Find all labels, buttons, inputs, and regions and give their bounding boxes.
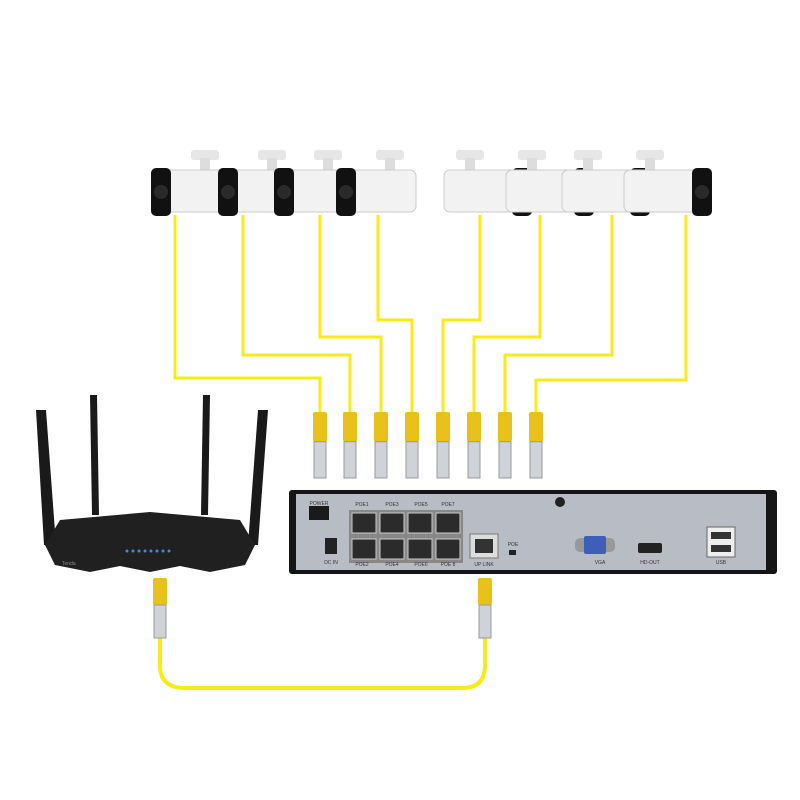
cameras (151, 150, 712, 216)
poe-port (379, 538, 405, 560)
ip-camera (151, 150, 232, 216)
router-led (167, 549, 171, 553)
poe-port (351, 538, 377, 560)
camera-cable (472, 215, 542, 412)
router-antenna (90, 395, 99, 515)
router-led (131, 549, 135, 553)
ip-camera (336, 150, 417, 216)
dc-in-port (325, 538, 337, 554)
uplink-cable (158, 635, 487, 690)
ip-camera (623, 150, 712, 216)
rj45-plug (405, 412, 419, 479)
router-led (161, 549, 165, 553)
router-antenna (201, 395, 210, 515)
poe-label: POE5 (414, 502, 428, 508)
rj45-plug (313, 412, 327, 479)
rj45-plug (529, 412, 543, 479)
camera-cables (173, 215, 688, 412)
nvr: POWER DC IN POE1 POE3 POE5 POE7 POE2 POE… (289, 490, 777, 574)
power-switch[interactable] (309, 506, 329, 520)
usb-ports (706, 526, 736, 558)
router-antenna (36, 410, 56, 545)
poe-switch-label: POE (508, 542, 519, 548)
router-led (155, 549, 159, 553)
power-label: POWER (310, 501, 329, 507)
uplink-label: UP LINK (474, 562, 494, 568)
camera-cable (376, 215, 414, 412)
rj45-plug (478, 578, 492, 639)
poe-port (435, 512, 461, 534)
poe-label: POE7 (441, 502, 455, 508)
router-led (125, 549, 129, 553)
usb-label: USB (716, 560, 727, 566)
camera-cable (173, 215, 322, 412)
router: Tenda (36, 395, 268, 572)
poe-label: POE 8 (441, 562, 456, 568)
vga-label: VGA (595, 560, 606, 566)
camera-cable (534, 215, 688, 412)
hdout-label: HD-OUT (640, 560, 659, 566)
rj45-connectors (313, 412, 543, 479)
ip-camera (274, 150, 355, 216)
router-body (45, 512, 255, 572)
camera-cable (441, 215, 482, 412)
router-led (143, 549, 147, 553)
rj45-plug (374, 412, 388, 479)
router-led (137, 549, 141, 553)
router-led (149, 549, 153, 553)
rj45-plug (436, 412, 450, 479)
camera-cable (318, 215, 383, 412)
poe-port (435, 538, 461, 560)
poe-port (351, 512, 377, 534)
poe-port (407, 512, 433, 534)
router-logo: Tenda (62, 561, 76, 567)
rj45-plug (153, 578, 167, 639)
rj45-plug (343, 412, 357, 479)
poe-label: POE2 (355, 562, 369, 568)
router-leds (125, 549, 171, 553)
hdmi-port (638, 543, 662, 553)
camera-cable (503, 215, 614, 412)
dc-in-label: DC IN (324, 560, 338, 566)
rj45-plug (467, 412, 481, 479)
poe-switch[interactable] (509, 550, 516, 555)
poe-port (407, 538, 433, 560)
camera-cable (241, 215, 352, 412)
vga-port (584, 536, 606, 554)
router-antenna (248, 410, 268, 545)
poe-label: POE1 (355, 502, 369, 508)
rj45-plug (498, 412, 512, 479)
uplink-port (475, 539, 493, 553)
poe-label: POE6 (414, 562, 428, 568)
poe-label: POE4 (385, 562, 399, 568)
poe-label: POE3 (385, 502, 399, 508)
poe-port (379, 512, 405, 534)
